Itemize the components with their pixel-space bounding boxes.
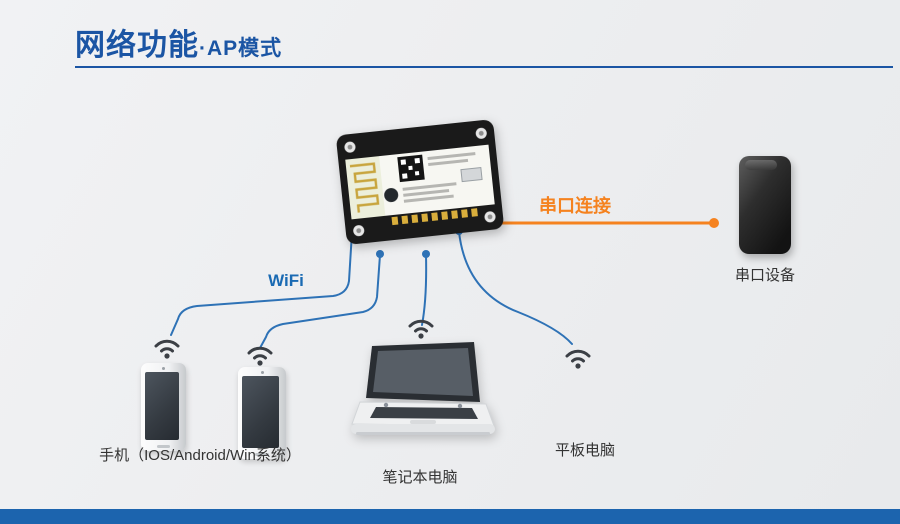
wifi-signal-icon [154, 339, 180, 359]
footer-bar [0, 509, 900, 524]
phone-1-image [141, 363, 186, 451]
serial-link-line [473, 218, 719, 228]
phone-screen [145, 372, 179, 440]
tablet-label: 平板电脑 [554, 442, 615, 459]
phone-camera-dot [260, 371, 264, 374]
page-title: 网络功能 [75, 29, 199, 62]
phone-home-bar [156, 445, 171, 448]
phone-screen [242, 376, 279, 448]
module-screw-holes [344, 127, 496, 237]
module-antenna-trace [349, 162, 380, 213]
wifi-signal-icon [408, 319, 434, 339]
wifi-module-image [335, 118, 506, 246]
wifi-module-pcb [336, 120, 504, 244]
phone-label: 手机（IOS/Android/Win系统） [99, 447, 301, 464]
serial-device-image [739, 156, 791, 254]
laptop-drawing [351, 342, 495, 435]
module-component [460, 167, 483, 183]
module-gold-pads [391, 208, 478, 226]
serial-device-label: 串口设备 [734, 267, 795, 284]
page-header: 网络功能·AP模式 [75, 20, 282, 64]
module-logo [384, 188, 399, 203]
module-qr-code [397, 154, 425, 183]
phone-home-bar [254, 453, 270, 456]
phone-2-image [238, 367, 286, 459]
title-underline [75, 66, 893, 68]
laptop-label: 笔记本电脑 [382, 469, 458, 486]
wifi-signal-icon [565, 349, 591, 369]
wifi-label: WiFi [268, 271, 304, 290]
phone-camera-dot [162, 367, 166, 370]
wifi-link-lines [170, 231, 573, 349]
laptop-image [348, 340, 498, 452]
serial-link-label: 串口连接 [539, 196, 611, 216]
page-subtitle: ·AP模式 [199, 37, 283, 60]
serial-device-highlight [745, 160, 777, 170]
wifi-signal-icon [247, 346, 273, 366]
module-silkscreen-text [402, 152, 476, 203]
